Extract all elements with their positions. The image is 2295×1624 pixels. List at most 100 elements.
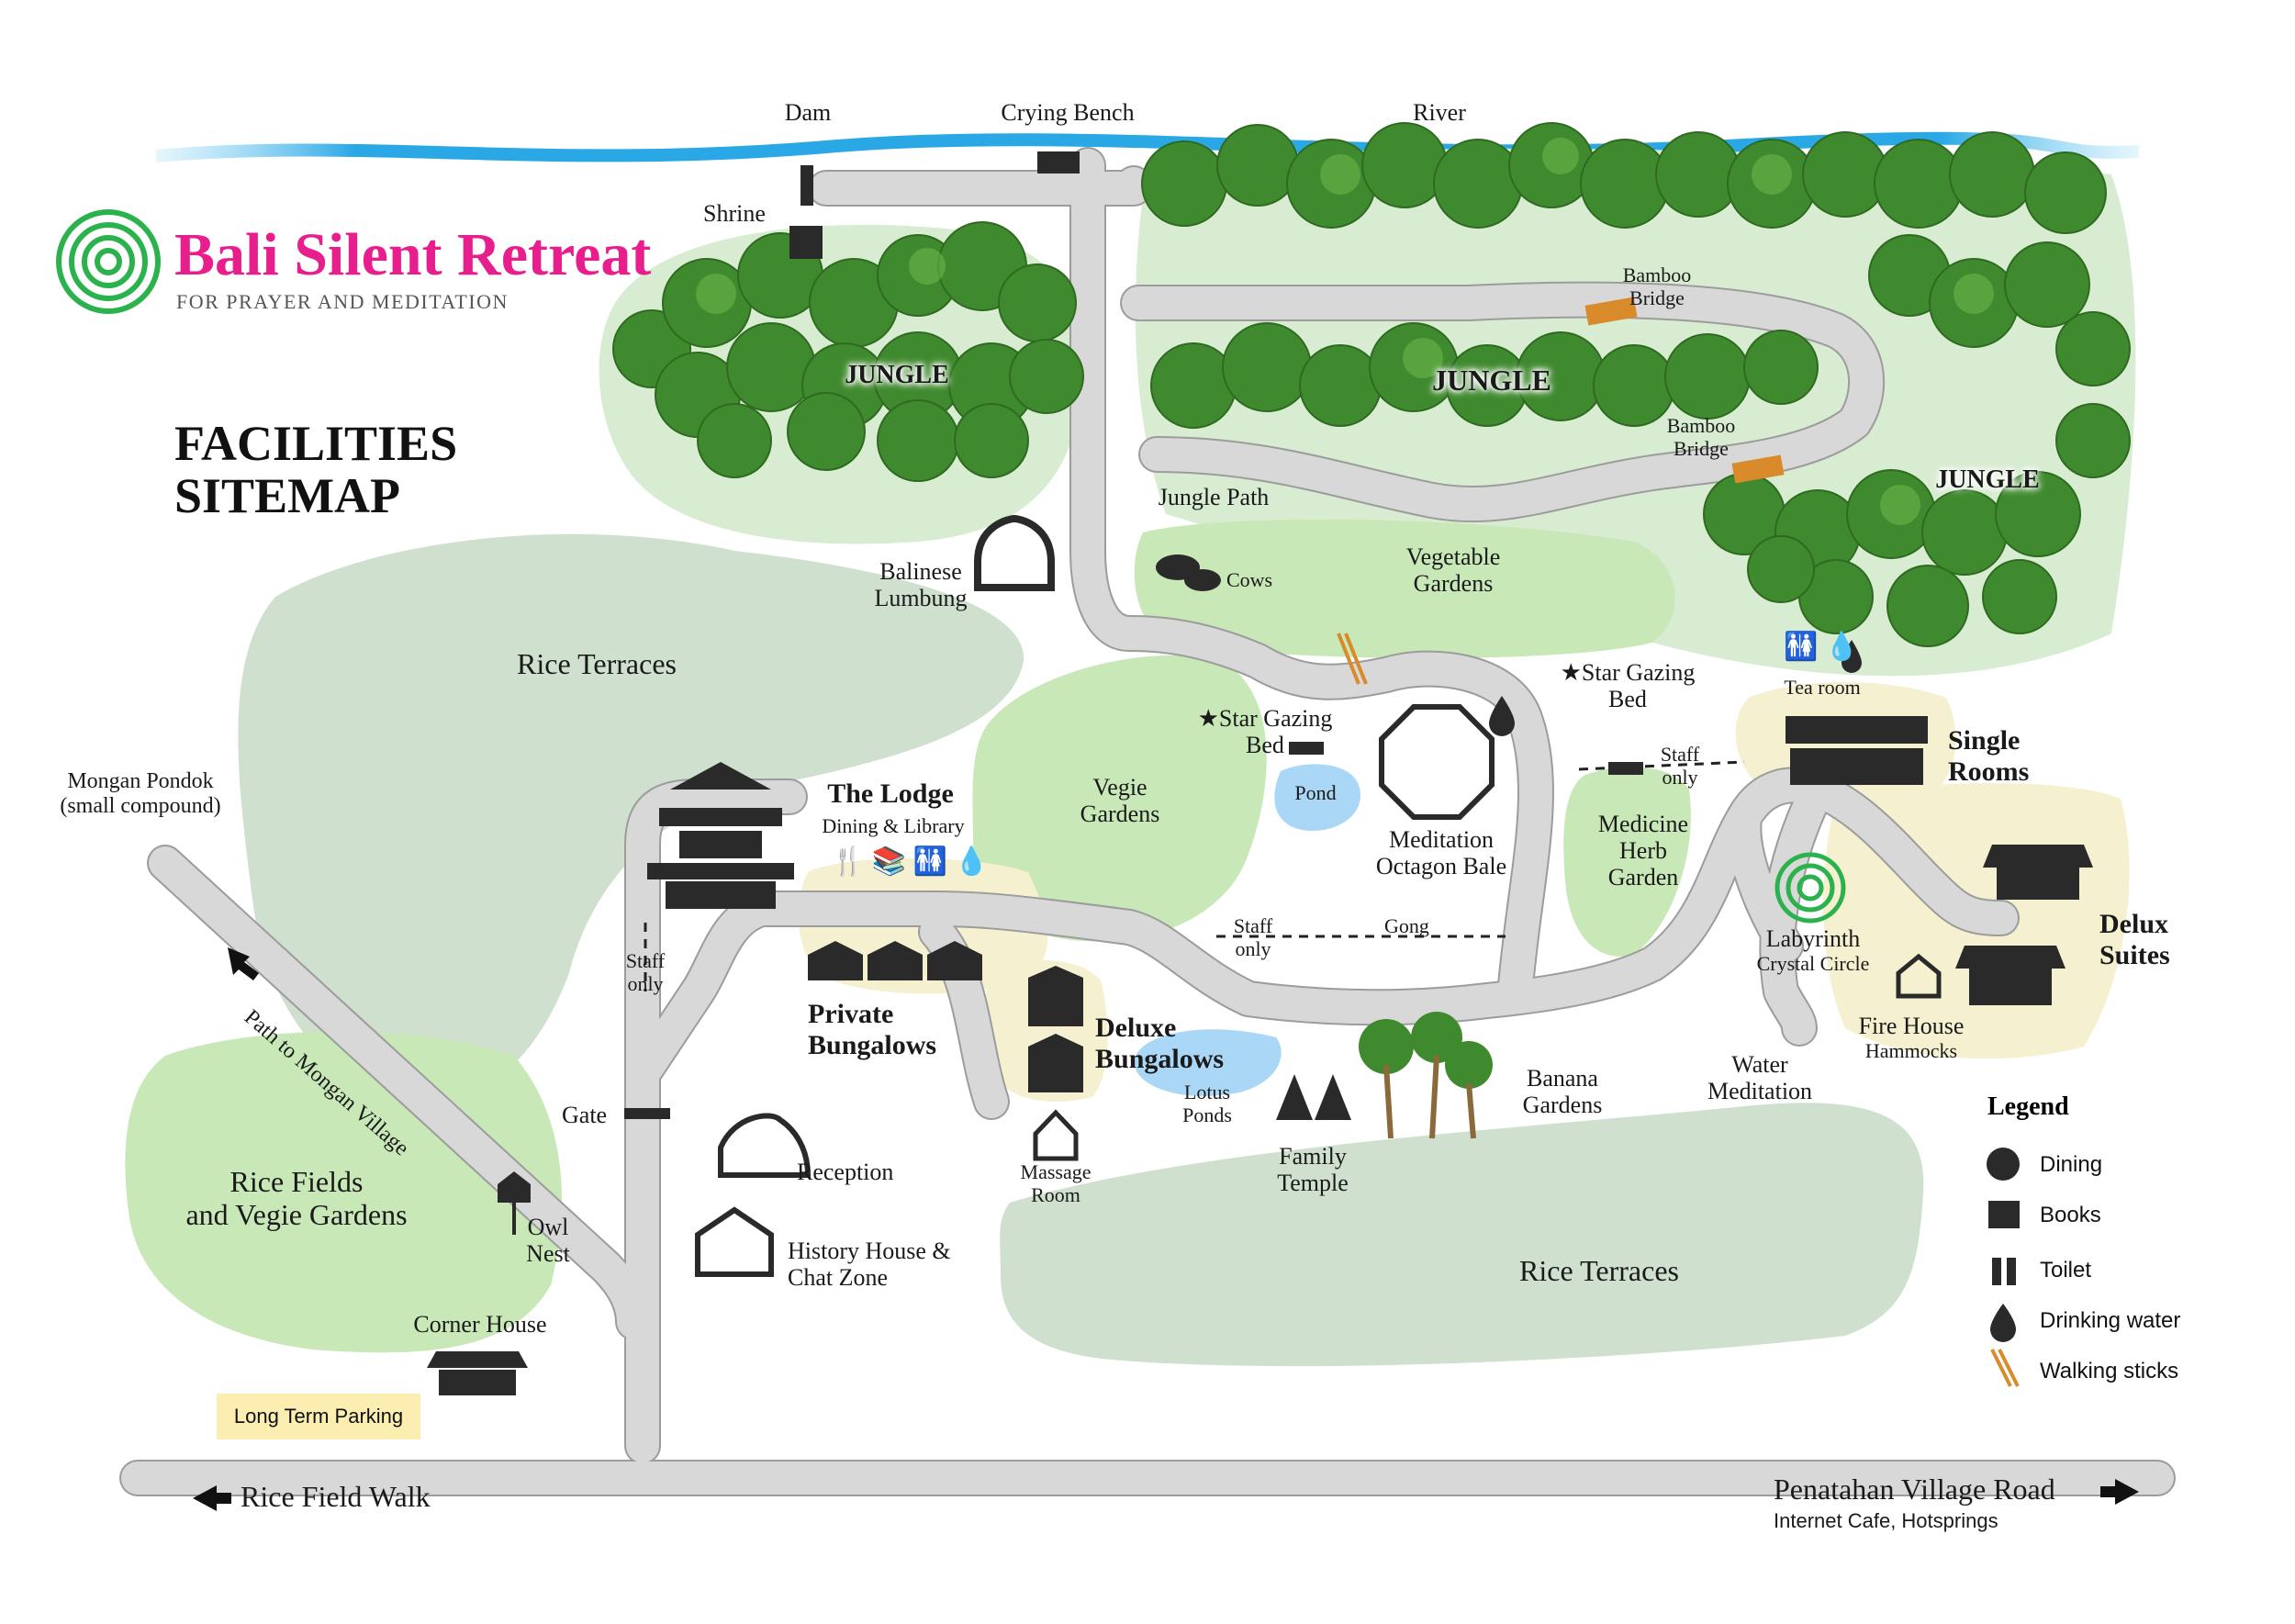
- rice-terraces-label-top: Rice Terraces: [517, 647, 677, 680]
- star-gazing-bed-1: [1289, 742, 1324, 755]
- walking-sticks-icon: [1990, 1349, 2020, 1387]
- vegetable-gardens: [1134, 520, 1675, 658]
- long-term-parking-label: Long Term Parking: [217, 1394, 420, 1439]
- legend-walking-sticks: Walking sticks: [2040, 1359, 2179, 1383]
- paths: [55, 147, 2240, 1533]
- tea-room-icons: 🚻 💧: [1784, 632, 1859, 663]
- drinking-water-icon: 💧: [1824, 632, 1860, 662]
- rice-terraces-label-bottom: Rice Terraces: [1519, 1254, 1679, 1287]
- jungle-label-center: JUNGLE: [1432, 364, 1551, 397]
- legend-books: Books: [2040, 1203, 2101, 1227]
- legend-drinking-water: Drinking water: [2040, 1308, 2181, 1333]
- the-lodge: [647, 762, 794, 909]
- books-icon: 📚: [871, 846, 907, 877]
- bamboo-bridges: [1584, 297, 1785, 484]
- rice-field-walk-label: Rice Field Walk: [241, 1480, 431, 1513]
- legend-icons: [1987, 1148, 2020, 1387]
- books-icon: [1988, 1201, 2020, 1228]
- vegie-gardens: [972, 655, 1267, 942]
- dam-label: Dam: [784, 99, 832, 126]
- dining-icon: 🍴: [831, 846, 866, 877]
- page-title-line-1: FACILITIES: [174, 416, 458, 471]
- mongan-path-arrow: [228, 947, 259, 980]
- rice-terraces-bottom: [1000, 1103, 1924, 1367]
- legend-title: Legend: [1987, 1092, 2069, 1121]
- drinking-water-map: [1489, 640, 1862, 736]
- drinking-water-icon: [1990, 1304, 2016, 1342]
- private-bungalows: [808, 941, 982, 980]
- walking-sticks-map: [1337, 633, 1368, 685]
- toilet-icon: [1992, 1258, 2016, 1285]
- lotus-ponds: [1134, 1029, 1282, 1096]
- fire-house-building: [1896, 953, 1942, 999]
- reception-label: Reception: [797, 1159, 894, 1185]
- labyrinth: [1774, 852, 1846, 924]
- labyrinth-sub: Crystal Circle: [1756, 952, 1870, 975]
- legend-dining: Dining: [2040, 1152, 2103, 1177]
- crying-bench-label: Crying Bench: [1001, 99, 1135, 126]
- village-road-arrow: [2100, 1479, 2139, 1505]
- fire-house-sub: Hammocks: [1864, 1039, 1958, 1062]
- delux-suite-2: [1955, 946, 2066, 1005]
- pond: [1274, 764, 1360, 831]
- family-temple-icon: [1276, 1074, 1351, 1120]
- gate-label: Gate: [562, 1102, 608, 1128]
- brand-tagline: FOR PRAYER AND MEDITATION: [176, 290, 509, 313]
- corner-house-label: Corner House: [413, 1311, 547, 1338]
- shrine: [789, 226, 823, 259]
- medicine-herb-garden: [1563, 767, 1691, 957]
- arrows: [193, 947, 2139, 1511]
- page-title-line-2: SITEMAP: [174, 467, 401, 523]
- lumbung: [974, 514, 1055, 591]
- dam: [800, 165, 813, 206]
- lodge-amenity-icons: 🍴 📚 🚻 💧: [831, 846, 989, 878]
- buildings: [427, 151, 2093, 1395]
- history-house-building: [695, 1206, 774, 1277]
- jungle-path-label: Jungle Path: [1158, 484, 1270, 510]
- the-lodge-title: The Lodge: [827, 778, 954, 809]
- cows-icon: [1156, 554, 1221, 591]
- pond-label: Pond: [1294, 781, 1337, 804]
- gong-label: Gong: [1384, 914, 1429, 937]
- reception-building: [718, 1113, 812, 1178]
- corner-house: [427, 1351, 528, 1395]
- fire-house-title: Fire House: [1858, 1013, 1965, 1039]
- labyrinth-title: Labyrinth: [1765, 925, 1861, 952]
- star-gazing-bed-2: [1608, 762, 1643, 775]
- drinking-water-icon: 💧: [954, 846, 989, 877]
- toilet-icon: 🚻: [1784, 632, 1819, 662]
- deluxe-bungalow-houses: [1028, 966, 1083, 1092]
- gate: [624, 1108, 670, 1119]
- brand-name: Bali Silent Retreat: [174, 221, 652, 288]
- jungle-label-right: JUNGLE: [1935, 465, 2040, 494]
- meditation-octagon-bale: [1379, 704, 1495, 820]
- massage-room-building: [1033, 1109, 1079, 1161]
- village-road-label: Penatahan Village Road: [1774, 1473, 2055, 1506]
- the-lodge-sub: Dining & Library: [822, 814, 965, 837]
- toilet-icon: 🚻: [912, 846, 948, 877]
- legend-toilet: Toilet: [2040, 1258, 2092, 1282]
- owl-nest-box: [498, 1171, 531, 1235]
- banana-palm-trunks: [1383, 1055, 1476, 1139]
- history-house-label: History House &Chat Zone: [788, 1238, 951, 1292]
- delux-suite-1: [1983, 845, 2093, 900]
